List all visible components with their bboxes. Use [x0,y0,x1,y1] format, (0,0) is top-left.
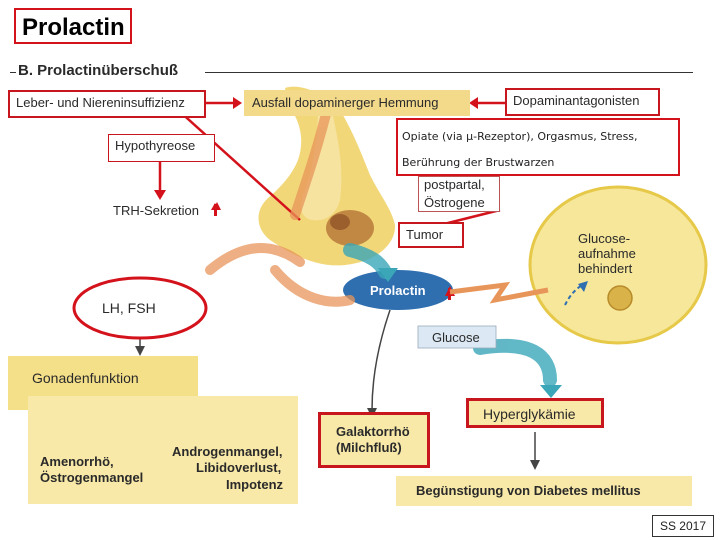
pituitary-stalk [300,100,342,221]
androgenmangel-label: Androgenmangel, [172,444,283,459]
lightning-zigzag [449,281,549,304]
section-rule-left [10,72,16,73]
postpartal-box [418,176,500,212]
trh-label: TRH-Sekretion [113,203,199,218]
glucose-uptake-line-1: Glucose- [578,231,631,246]
prolactin-label: Prolactin [370,283,426,298]
section-title: B. Prolactinüberschuß [18,62,179,79]
callout-line-2: Berührung der Brustwarzen [402,156,555,169]
glucose-uptake-line-2: aufnahme [578,246,636,261]
prolactin-ellipse [343,270,453,310]
footer-badge: SS 2017 [652,515,714,537]
tumor-label: Tumor [406,227,444,242]
pituitary-tumor-mass [326,210,374,246]
ausfall-box [244,90,470,116]
galaktorrhoe-box [318,412,430,468]
galaktorrhoe-label: Galaktorrhö [336,424,410,439]
gonadenfunktion-label: Gonadenfunktion [32,370,139,386]
lh-fsh-circle [72,276,208,340]
glucose-label: Glucose [432,330,480,345]
oestrogene-label: Östrogene [424,195,485,210]
leber-box: Leber- und Niereninsuffizienz [8,90,206,118]
dopamin-label: Dopaminantagonisten [513,93,640,108]
postpartal-label: postpartal, [424,177,485,192]
hyperglykaemie-box: Hyperglykämie [466,398,604,428]
page-title: Prolactin [22,14,125,41]
oestrogenmangel-label: Östrogenmangel [40,470,144,485]
impotenz-label: Impotenz [226,477,284,492]
glucose-arrow-head [540,385,562,398]
tumor-box: Tumor [398,222,464,248]
libidoverlust-label: Libidoverlust, [196,460,282,475]
milchfluss-label: (Milchfluß) [336,440,402,455]
lh-fsh-label: LH, FSH [102,300,156,316]
diabetes-label: Begünstigung von Diabetes mellitus [416,483,641,498]
callout-box: Opiate (via µ-Rezeptor), Orgasmus, Stres… [396,118,680,176]
symptoms-panel [28,396,298,504]
ausfall-label: Ausfall dopaminerger Hemmung [252,95,439,110]
hypothyreose-box: Hypothyreose [108,134,215,162]
leber-label: Leber- und Niereninsuffizienz [16,95,185,110]
amenorrhoe-label: Amenorrhö, [40,454,114,469]
diabetes-band [396,476,692,506]
dopamin-box: Dopaminantagonisten [505,88,660,116]
hypothyreose-label: Hypothyreose [115,138,196,153]
title-box: Prolactin [14,8,132,44]
target-cell [528,185,708,345]
callout-line-1: Opiate (via µ-Rezeptor), Orgasmus, Stres… [402,130,638,143]
hyperglykaemie-label: Hyperglykämie [483,406,576,422]
section-rule-right [205,72,693,73]
cell-nucleus [607,285,633,311]
glucose-uptake-line-3: behindert [578,261,633,276]
